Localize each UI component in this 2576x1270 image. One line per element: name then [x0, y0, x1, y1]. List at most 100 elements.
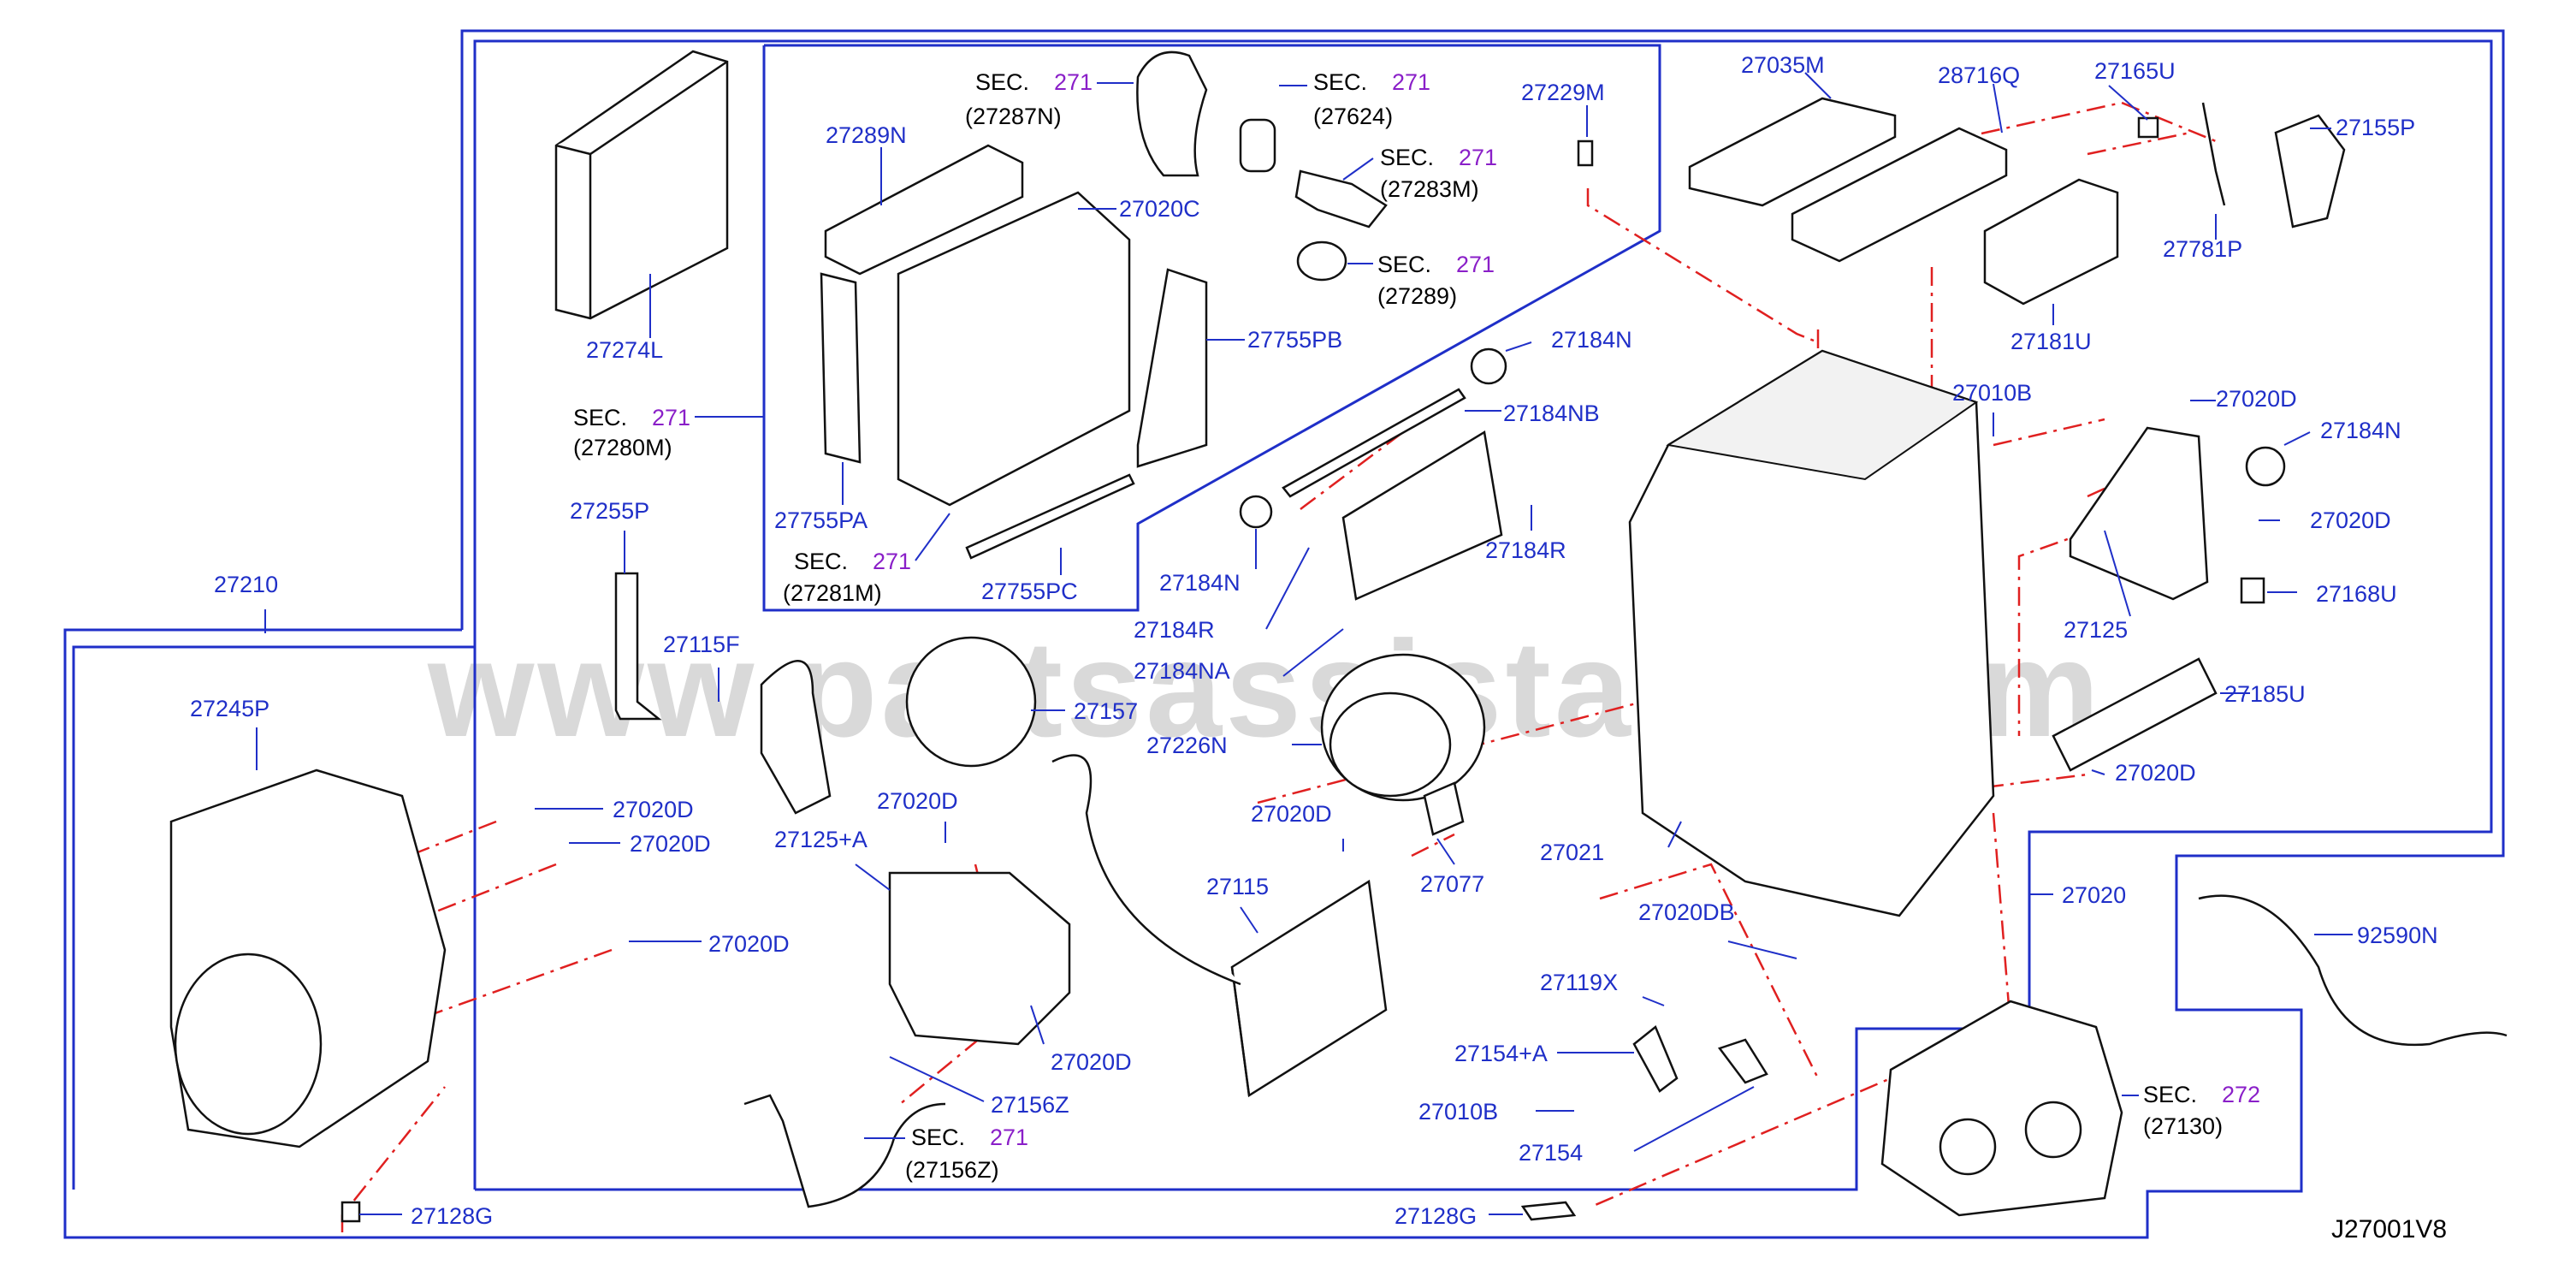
label-27155P: 27155P: [2336, 115, 2415, 140]
section-references: SEC. 271 (27287N) SEC. 271 (27624) SEC. …: [573, 69, 2260, 1183]
section-number: 271: [652, 405, 690, 430]
label-27020D-l2: 27020D: [630, 831, 711, 857]
section-ref-code: (27287N): [965, 104, 1062, 129]
label-27184R-mid: 27184R: [1485, 537, 1566, 563]
label-27755PB: 27755PB: [1247, 327, 1342, 353]
label-27020D-c1: 27020D: [877, 788, 958, 814]
label-27115F: 27115F: [663, 632, 740, 657]
drawing-code: J27001V8: [2331, 1215, 2447, 1243]
component-shapes: [169, 50, 2508, 1223]
section-ref-27156Z: SEC. 271 (27156Z): [864, 1125, 1028, 1183]
control-panel-27130-shape: [1880, 1000, 2123, 1217]
seal-left-shape: [820, 272, 862, 464]
label-27781P: 27781P: [2163, 236, 2242, 262]
knob-27184N-mid-shape: [1239, 495, 1273, 529]
section-sec-text: SEC.: [1313, 69, 1367, 95]
filter-frame-27035M-shape: [1688, 97, 1897, 207]
section-sec-text: SEC.: [911, 1125, 965, 1150]
resistor-27077-shape: [1423, 781, 1465, 836]
shell-27115F-shape: [760, 660, 832, 815]
cabin-filter-shape: [554, 50, 729, 320]
section-ref-code: (27283M): [1380, 176, 1479, 202]
section-number: 271: [873, 549, 911, 574]
label-27157: 27157: [1074, 698, 1138, 724]
label-27020D-r1: 27020D: [2216, 386, 2297, 412]
label-27077: 27077: [1420, 871, 1484, 897]
section-ref-27283M: SEC. 271 (27283M): [1342, 145, 1497, 202]
evaporator-cover-shape: [824, 144, 1024, 276]
section-sec-text: SEC.: [794, 549, 848, 574]
section-ref-27289: SEC. 271 (27289): [1347, 252, 1495, 309]
label-27154A: 27154+A: [1454, 1041, 1548, 1066]
section-number: 271: [1459, 145, 1497, 170]
label-27755PC: 27755PC: [981, 579, 1078, 604]
grille-28716Q-shape: [1791, 127, 2008, 263]
section-sec-text: SEC.: [2143, 1082, 2197, 1107]
section-ref-27281M: SEC. 271 (27281M): [783, 513, 950, 606]
lever-27154A-shape: [1632, 1024, 1679, 1093]
label-27021: 27021: [1540, 840, 1604, 865]
label-27184NA: 27184NA: [1134, 658, 1230, 684]
knob-27184N-right-shape: [2245, 446, 2286, 487]
actuator-27185U-shape: [2052, 657, 2218, 772]
sec-27624-shape: [1239, 118, 1276, 173]
label-27289N: 27289N: [826, 122, 907, 148]
filter-27184NA-shape: [1341, 430, 1503, 601]
clip-27168U-shape: [2240, 577, 2265, 604]
label-27184N-right: 27184N: [2320, 418, 2401, 443]
label-27184R-left: 27184R: [1134, 617, 1215, 643]
section-ref-code: (27281M): [783, 580, 882, 606]
label-27035M: 27035M: [1741, 52, 1825, 78]
heater-core-27115-shape: [1230, 879, 1388, 1098]
knob-27184N-top-shape: [1470, 347, 1507, 385]
label-27119X: 27119X: [1540, 970, 1618, 995]
label-27128G-right: 27128G: [1395, 1203, 1477, 1229]
label-27115: 27115: [1206, 874, 1269, 899]
section-ref-code: (27289): [1377, 283, 1457, 309]
blower-27157-shape: [905, 636, 1037, 768]
label-27154: 27154: [1519, 1140, 1583, 1166]
section-sec-text: SEC.: [573, 405, 627, 430]
screw-27229M-shape: [1577, 139, 1594, 167]
clip-27165U-shape: [2137, 116, 2159, 139]
hose-92590N-shape: [2198, 894, 2508, 1047]
label-27184N-mid: 27184N: [1159, 570, 1241, 596]
label-27128G-left: 27128G: [411, 1203, 493, 1229]
link-27155P-shape: [2274, 114, 2346, 228]
label-27184N-top: 27184N: [1551, 327, 1632, 353]
label-27755PA: 27755PA: [774, 507, 868, 533]
leader-lines: [256, 72, 2353, 1215]
clip-27128G-left-shape: [341, 1201, 361, 1223]
seal-bottom-shape: [965, 473, 1135, 560]
section-ref-27130: SEC. 272 (27130): [2143, 1082, 2260, 1139]
label-27185U: 27185U: [2224, 681, 2306, 707]
section-ref-27280M: SEC. 271 (27280M): [573, 405, 764, 460]
label-28716Q: 28716Q: [1938, 62, 2020, 88]
label-27020D-r3: 27020D: [2115, 760, 2196, 786]
label-27020: 27020: [2062, 882, 2126, 908]
section-number: 271: [1392, 69, 1430, 95]
label-27229M: 27229M: [1521, 80, 1605, 105]
label-27226N: 27226N: [1146, 733, 1228, 758]
section-ref-27624: SEC. 271 (27624): [1279, 69, 1430, 129]
label-27020D-c2: 27020D: [1051, 1049, 1132, 1075]
label-27168U: 27168U: [2316, 581, 2397, 607]
sec-27287N-shape: [1136, 50, 1208, 177]
label-27125A: 27125+A: [774, 827, 868, 852]
harness-27156Z-shape: [743, 1094, 946, 1208]
label-27020C: 27020C: [1119, 196, 1200, 222]
section-ref-code: (27130): [2143, 1113, 2223, 1139]
label-27125: 27125: [2064, 617, 2128, 643]
label-27245P: 27245P: [190, 696, 269, 721]
label-27181U: 27181U: [2010, 329, 2092, 354]
section-sec-text: SEC.: [975, 69, 1029, 95]
section-number: 271: [990, 1125, 1028, 1150]
seal-right-shape: [1136, 268, 1208, 468]
lever-27154-shape: [1717, 1038, 1768, 1084]
section-ref-code: (27624): [1313, 104, 1393, 129]
label-27210: 27210: [214, 572, 278, 597]
rod-27781P-shape: [2201, 102, 2226, 206]
label-27020D-l1: 27020D: [613, 797, 694, 822]
section-number: 272: [2222, 1082, 2260, 1107]
